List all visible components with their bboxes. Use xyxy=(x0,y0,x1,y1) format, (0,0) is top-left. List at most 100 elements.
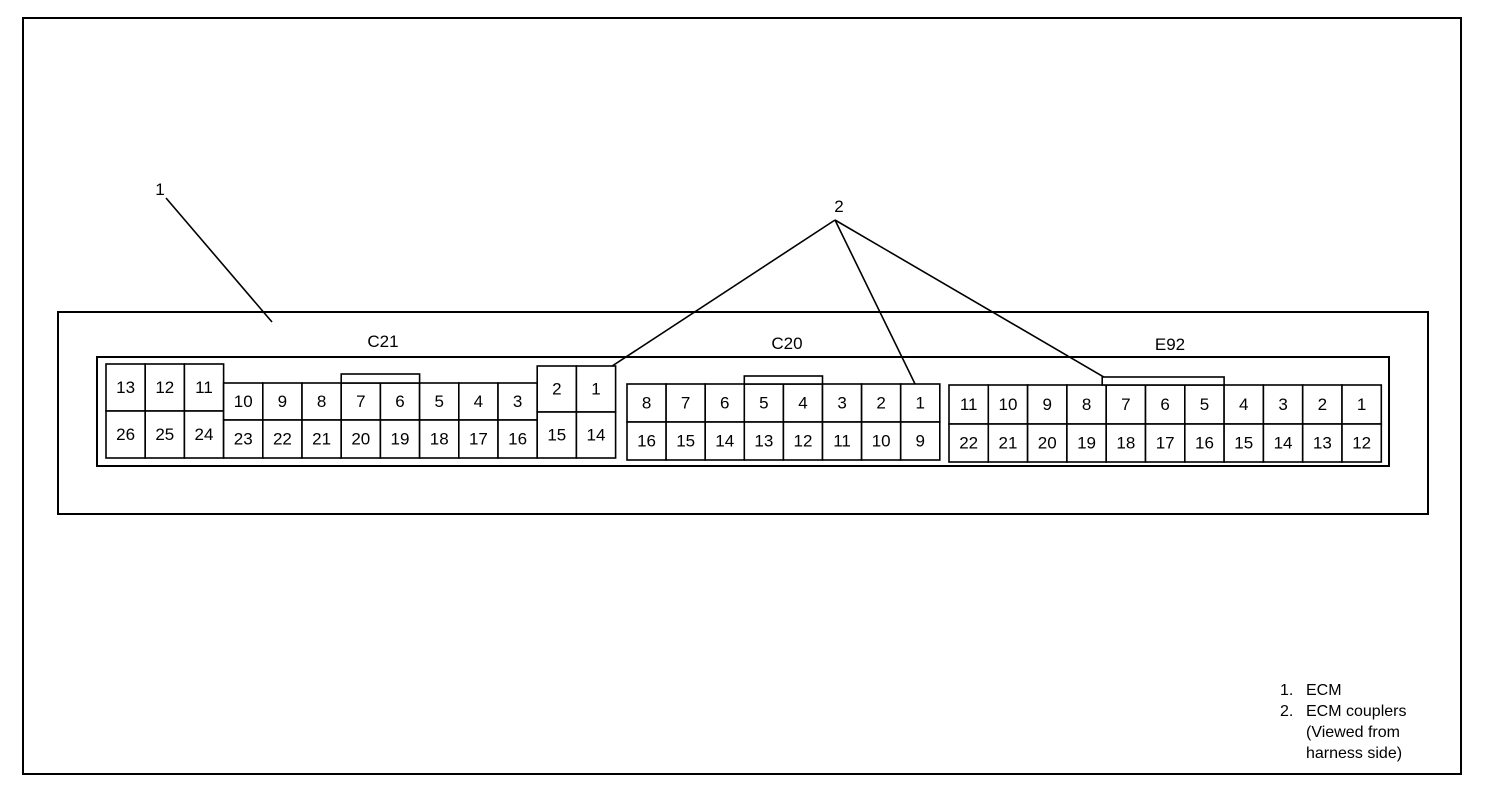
e92-pin-1-label: 1 xyxy=(1357,395,1366,414)
c21-pin-8-label: 8 xyxy=(317,392,326,411)
e92-pin-22-label: 22 xyxy=(959,433,978,452)
c21-pin-10-label: 10 xyxy=(234,392,253,411)
e92-pin-10-label: 10 xyxy=(998,395,1017,414)
e92-pin-7-label: 7 xyxy=(1121,395,1130,414)
c21-pin-17-label: 17 xyxy=(469,429,488,448)
c20-pin-3-label: 3 xyxy=(837,393,846,412)
legend-number: 2. xyxy=(1280,703,1294,720)
c20-pin-1 xyxy=(899,383,941,423)
c21-pin-18 xyxy=(418,419,460,459)
c21-pin-13-label: 13 xyxy=(116,378,135,397)
e92-pin-7 xyxy=(1105,384,1147,425)
callout-couplers-label: 2 xyxy=(834,197,843,216)
e92-pin-2 xyxy=(1301,384,1343,425)
c21-pin-11-label: 11 xyxy=(195,378,213,397)
c21-pin-8 xyxy=(301,382,343,421)
c21-pin-23-label: 23 xyxy=(234,429,253,448)
callout-couplers-leader-c21 xyxy=(602,219,836,373)
c21-pin-19 xyxy=(379,419,421,459)
c20-pin-10-label: 10 xyxy=(872,431,891,450)
c21-pin-14-label: 14 xyxy=(587,425,606,444)
connector-housing xyxy=(96,356,1390,467)
c21-pin-25-label: 25 xyxy=(155,425,174,444)
c21-pin-19-label: 19 xyxy=(391,429,410,448)
c21-pin-3-label: 3 xyxy=(513,392,522,411)
e92-pin-4 xyxy=(1223,384,1265,425)
c20-pin-15 xyxy=(665,421,706,461)
c20-pin-9-label: 9 xyxy=(916,431,925,450)
c20-pin-6-label: 6 xyxy=(720,393,729,412)
callout-couplers-leader-e92 xyxy=(834,219,1127,391)
c20-pin-14-label: 14 xyxy=(715,431,734,450)
c21-pin-7-label: 7 xyxy=(356,392,365,411)
c21-pin-10 xyxy=(222,382,264,421)
c21-pin-11 xyxy=(183,363,225,412)
c20-pin-13 xyxy=(743,421,785,461)
c21-pin-15 xyxy=(536,411,578,459)
c21-pin-18-label: 18 xyxy=(430,429,449,448)
e92-pin-14-label: 14 xyxy=(1274,433,1293,452)
callout-ecm-leader xyxy=(165,197,273,323)
c21-pin-3 xyxy=(497,382,539,421)
c20-pin-5-label: 5 xyxy=(759,393,768,412)
ecm-body xyxy=(57,311,1429,515)
e92-pin-18 xyxy=(1105,423,1147,463)
c21-pin-14 xyxy=(575,411,617,459)
e92-pin-2-label: 2 xyxy=(1318,395,1327,414)
c21-pin-16-label: 16 xyxy=(508,429,527,448)
legend-text: ECM couplers (Viewed from harness side) xyxy=(1306,703,1407,762)
callout-ecm-label: 1 xyxy=(155,180,164,199)
coupler-name-c21: C21 xyxy=(367,332,398,351)
e92-pin-15-label: 15 xyxy=(1234,433,1253,452)
c20-pin-7 xyxy=(665,383,706,423)
c20-pin-8-label: 8 xyxy=(642,393,651,412)
legend-text: ECM xyxy=(1306,682,1342,699)
c20-lock-tab xyxy=(743,375,824,385)
c21-pin-1-label: 1 xyxy=(591,379,600,398)
e92-pin-16 xyxy=(1184,423,1225,463)
c21-pin-9-label: 9 xyxy=(278,392,287,411)
e92-pin-12 xyxy=(1341,423,1383,463)
c20-pin-1-label: 1 xyxy=(916,393,925,412)
e92-pin-9 xyxy=(1026,384,1068,425)
legend-item-ecm: 1. ECM xyxy=(1280,680,1450,701)
e92-pin-4-label: 4 xyxy=(1239,395,1248,414)
e92-pin-8-label: 8 xyxy=(1082,395,1091,414)
c21-pin-24-label: 24 xyxy=(195,425,214,444)
e92-pin-13 xyxy=(1301,423,1343,463)
c20-pin-13-label: 13 xyxy=(754,431,773,450)
c21-pin-12-label: 12 xyxy=(155,378,174,397)
legend: 1. ECM 2. ECM couplers (Viewed from harn… xyxy=(1280,680,1450,764)
c20-pin-9 xyxy=(899,421,941,461)
e92-pin-20-label: 20 xyxy=(1038,433,1057,452)
e92-pin-11-label: 11 xyxy=(960,395,978,414)
e92-pin-1 xyxy=(1341,384,1383,425)
c21-pin-16 xyxy=(497,419,539,459)
e92-pin-3-label: 3 xyxy=(1278,395,1287,414)
c20-pin-15-label: 15 xyxy=(676,431,695,450)
c21-pin-26-label: 26 xyxy=(116,425,135,444)
e92-pin-21 xyxy=(987,423,1029,463)
c20-pin-6 xyxy=(704,383,746,423)
c20-pin-7-label: 7 xyxy=(681,393,690,412)
c21-pin-4 xyxy=(457,382,499,421)
c20-pin-2-label: 2 xyxy=(876,393,885,412)
e92-pin-16-label: 16 xyxy=(1195,433,1214,452)
c20-pin-16 xyxy=(626,421,667,461)
legend-item-couplers: 2. ECM couplers (Viewed from harness sid… xyxy=(1280,701,1450,764)
c20-pin-11-label: 11 xyxy=(833,431,851,450)
e92-pin-13-label: 13 xyxy=(1313,433,1332,452)
c21-pin-21-label: 21 xyxy=(312,429,331,448)
c21-pin-2-label: 2 xyxy=(552,379,561,398)
c21-pin-22-label: 22 xyxy=(273,429,292,448)
c20-pin-4-label: 4 xyxy=(798,393,807,412)
c21-pin-4-label: 4 xyxy=(474,392,483,411)
c21-lock-tab xyxy=(340,373,421,384)
e92-pin-18-label: 18 xyxy=(1116,433,1135,452)
e92-pin-19-label: 19 xyxy=(1077,433,1096,452)
c21-pin-20-label: 20 xyxy=(351,429,370,448)
e92-pin-9-label: 9 xyxy=(1043,395,1052,414)
e92-pin-12-label: 12 xyxy=(1352,433,1371,452)
e92-pin-17-label: 17 xyxy=(1156,433,1175,452)
